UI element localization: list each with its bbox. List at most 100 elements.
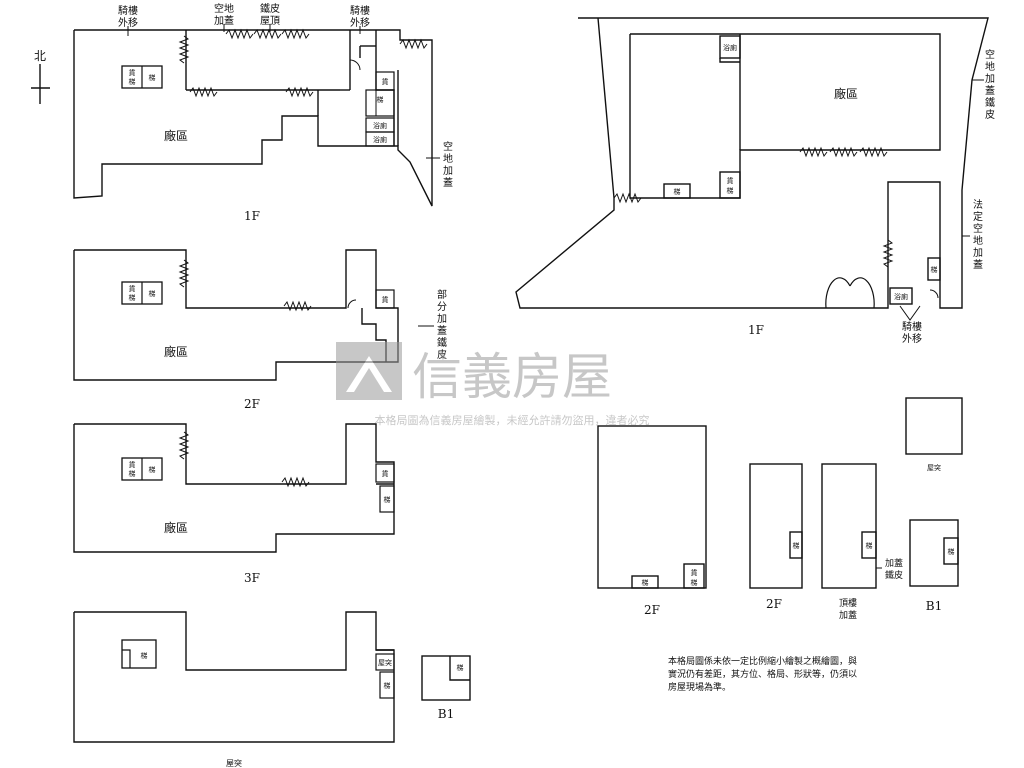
svg-text:梯: 梯 [793, 541, 800, 550]
svg-text:加蓋: 加蓋 [839, 609, 857, 621]
factory-label-3f-left: 廠區 [164, 520, 188, 535]
floor-b1-right [909, 519, 959, 587]
brand-watermark: 信義房屋 本格局圖為信義房屋繪製，未經允許請勿盜用，違者必究 [336, 342, 650, 427]
floor-label-2f-left: 2F [244, 397, 260, 411]
arcade-relocate-label-right: 騎樓 [902, 320, 922, 333]
yard-cover-label-1: 空地 [214, 2, 234, 15]
svg-text:梯: 梯 [866, 541, 873, 550]
svg-text:梯: 梯 [642, 578, 649, 587]
floor-3f-left [73, 423, 395, 553]
yard-cover-iron-label: 空 [985, 48, 995, 61]
svg-text:貨: 貨 [382, 469, 389, 478]
arcade-relocate-label-1: 騎樓 [118, 4, 138, 17]
svg-text:蓋: 蓋 [437, 325, 447, 337]
floor-label-2f-right-a: 2F [644, 603, 660, 617]
floor-rooftop-left [73, 611, 395, 743]
svg-text:貨: 貨 [129, 284, 136, 293]
cargo-label-2: 梯 [129, 77, 136, 86]
svg-text:梯: 梯 [674, 187, 681, 196]
svg-text:梯: 梯 [691, 578, 698, 587]
factory-label-1f-right: 廠區 [834, 86, 858, 101]
svg-text:地: 地 [973, 234, 983, 247]
cargo-label-1: 貨 [129, 68, 136, 77]
arcade-relocate-label-2: 騎樓 [350, 4, 370, 17]
factory-label-2f-left: 廠區 [164, 344, 188, 359]
factory-label-1f-left: 廠區 [164, 128, 188, 143]
svg-text:加: 加 [973, 247, 983, 259]
svg-text:外移: 外移 [118, 16, 138, 29]
svg-text:鐵皮: 鐵皮 [885, 569, 903, 581]
floor-1f-left-right-rooms: 貨 梯 浴廁 浴廁 [365, 71, 395, 147]
yard-cover-label-2: 空 [443, 140, 453, 153]
svg-text:梯: 梯 [129, 469, 136, 478]
cover-iron-label: 加蓋 [885, 557, 903, 569]
svg-text:加: 加 [443, 165, 453, 177]
floor-label-2f-right-b: 2F [766, 597, 782, 611]
floor-3f-left-cargo-elevator: 貨 梯 梯 貨 梯 [121, 457, 395, 513]
floor-2f-left-cargo-elevator: 貨 梯 梯 貨 [121, 281, 395, 309]
house-logo-icon [346, 356, 392, 392]
roof-protrusion-box-right [905, 397, 963, 455]
north-arrow-icon: 北 [31, 49, 50, 104]
svg-text:梯: 梯 [727, 186, 734, 195]
svg-text:加蓋: 加蓋 [214, 15, 234, 27]
watermark-notice: 本格局圖為信義房屋繪製，未經允許請勿盜用，違者必究 [375, 413, 650, 427]
partial-cover-label: 部 [437, 288, 447, 301]
svg-text:蓋: 蓋 [985, 85, 995, 97]
floor-rooftop-left-rooms: 梯 屋突 梯 [121, 639, 395, 699]
floor-rooftop-cover-right [821, 463, 877, 589]
svg-text:梯: 梯 [384, 681, 391, 690]
floor-2f-right-large [597, 425, 707, 589]
floor-b1-left [421, 655, 471, 701]
bath-label-1f-a: 浴廁 [373, 121, 387, 130]
svg-text:定: 定 [973, 210, 983, 223]
svg-text:分: 分 [437, 301, 447, 313]
svg-text:梯: 梯 [149, 289, 156, 298]
legal-yard-cover-label: 法 [973, 198, 983, 211]
svg-text:地: 地 [985, 60, 995, 73]
floor-1f-left-cargo-elevator: 貨 梯 梯 [121, 65, 163, 89]
roof-protrusion-label-left: 屋突 [226, 758, 242, 768]
svg-text:外移: 外移 [350, 16, 370, 29]
disclaimer-line-3: 房屋現場為準。 [668, 681, 731, 693]
svg-text:空: 空 [973, 222, 983, 235]
roof-protrusion-label-right: 屋突 [927, 463, 941, 472]
floor-label-1f-left: 1F [244, 209, 260, 223]
stair-label-1f-left: 梯 [149, 73, 156, 82]
svg-text:加: 加 [437, 313, 447, 325]
bath-label-1f-b: 浴廁 [373, 135, 387, 144]
rooftop-cover-label: 頂樓 [839, 597, 857, 609]
svg-text:鐵: 鐵 [985, 96, 995, 109]
floor-2f-right-narrow [749, 463, 803, 589]
floor-1f-right [515, 17, 989, 309]
svg-text:鐵: 鐵 [437, 336, 447, 349]
iron-roof-label: 鐵皮 [260, 2, 280, 15]
svg-text:皮: 皮 [437, 348, 447, 361]
svg-text:梯: 梯 [129, 293, 136, 302]
svg-text:蓋: 蓋 [443, 177, 453, 189]
svg-text:梯: 梯 [457, 663, 464, 672]
svg-text:梯: 梯 [931, 265, 938, 274]
svg-text:梯: 梯 [149, 465, 156, 474]
svg-text:浴廁: 浴廁 [894, 292, 908, 301]
cargo-label-1f-r: 貨 [382, 77, 389, 86]
svg-text:貨: 貨 [129, 460, 136, 469]
svg-text:梯: 梯 [948, 547, 955, 556]
svg-text:貨: 貨 [727, 176, 734, 185]
svg-text:蓋: 蓋 [973, 259, 983, 271]
svg-text:屋突: 屋突 [378, 658, 392, 667]
disclaimer-line-1: 本格局圖係未依一定比例縮小繪製之概繪圖，與 [668, 655, 857, 667]
svg-text:梯: 梯 [141, 651, 148, 660]
svg-text:浴廁: 浴廁 [723, 43, 737, 52]
svg-text:加: 加 [985, 73, 995, 85]
watermark-brand: 信義房屋 [412, 348, 612, 406]
disclaimer-line-2: 實況仍有差距，其方位、格局、形狀等，仍須以 [668, 668, 857, 680]
svg-text:屋頂: 屋頂 [260, 15, 280, 27]
svg-text:貨: 貨 [691, 568, 698, 577]
svg-text:貨: 貨 [382, 295, 389, 304]
svg-text:皮: 皮 [985, 108, 995, 121]
svg-text:地: 地 [443, 152, 453, 165]
north-label: 北 [34, 49, 46, 63]
